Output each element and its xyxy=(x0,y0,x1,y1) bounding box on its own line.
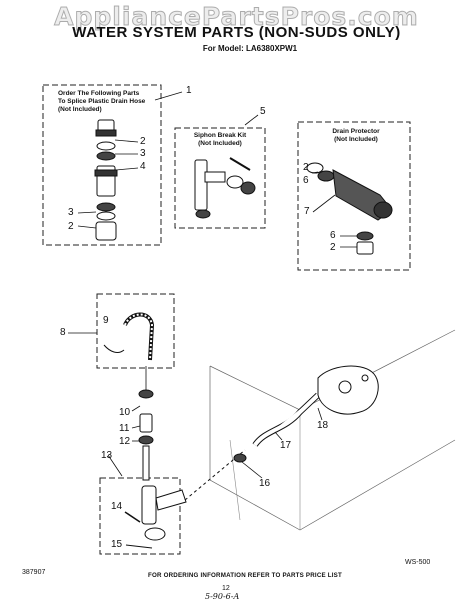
splice-label-line1: Order The Following Parts xyxy=(58,90,140,97)
drain-protector-box xyxy=(297,121,411,271)
callout-3-splice-top: 3 xyxy=(140,148,146,159)
siphon-label-line2: (Not Included) xyxy=(198,140,242,147)
splice-parts xyxy=(94,119,118,241)
callout-7: 7 xyxy=(304,206,310,217)
splice-parts-box xyxy=(42,84,162,246)
diagram-code: WS-500 xyxy=(405,559,431,566)
drain-label-line2: (Not Included) xyxy=(334,136,378,143)
valve-box xyxy=(99,477,181,555)
callout-2-splice-bottom: 2 xyxy=(68,221,74,232)
callout-10: 10 xyxy=(119,407,131,418)
callout-3-splice-bottom: 3 xyxy=(68,207,74,218)
callout-14: 14 xyxy=(111,501,123,512)
callout-12: 12 xyxy=(119,436,131,447)
splice-label-line3: (Not Included) xyxy=(58,106,102,113)
callout-9: 9 xyxy=(103,315,109,326)
washer-outline xyxy=(209,329,456,531)
callout-8: 8 xyxy=(60,327,66,338)
siphon-break-box xyxy=(174,127,266,229)
revision-mark: 5-90-6-A xyxy=(205,592,240,601)
drain-hose-parts xyxy=(103,312,155,390)
splice-box-label: Order The Following Parts To Splice Plas… xyxy=(58,90,145,114)
callout-5: 5 xyxy=(260,106,266,117)
callout-13: 13 xyxy=(101,450,113,461)
siphon-kit-parts xyxy=(194,157,256,219)
valve-parts xyxy=(124,485,187,549)
splice-label-line2: To Splice Plastic Drain Hose xyxy=(58,98,146,105)
callout-16: 16 xyxy=(259,478,271,489)
callout-11: 11 xyxy=(119,423,130,434)
siphon-box-label: Siphon Break Kit (Not Included) xyxy=(188,132,252,148)
pump-hose-assembly xyxy=(184,365,379,501)
watermark: AppliancePartsPros.com xyxy=(54,2,419,32)
callout-4: 4 xyxy=(140,161,146,172)
callout-6-drain-bottom: 6 xyxy=(330,230,336,241)
page-number: 12 xyxy=(222,585,230,592)
callout-2-drain-bottom: 2 xyxy=(330,242,336,253)
drain-label-line1: Drain Protector xyxy=(332,128,380,135)
callout-15: 15 xyxy=(111,539,123,550)
callout-18: 18 xyxy=(317,420,329,431)
callout-2-splice-top: 2 xyxy=(140,136,146,147)
drain-box-label: Drain Protector (Not Included) xyxy=(326,128,386,144)
document-number: 387907 xyxy=(22,569,46,576)
siphon-label-line1: Siphon Break Kit xyxy=(193,132,247,139)
ordering-footer: FOR ORDERING INFORMATION REFER TO PARTS … xyxy=(148,572,342,579)
washer-panel xyxy=(229,410,301,530)
model-number: For Model: LA6380XPW1 xyxy=(202,44,298,53)
drain-protector-parts xyxy=(306,162,393,255)
callout-2-drain-top: 2 xyxy=(303,162,309,173)
hose-kit-box xyxy=(96,293,175,369)
callout-17: 17 xyxy=(280,440,292,451)
callout-1: 1 xyxy=(186,85,192,96)
hose-connectors xyxy=(138,389,154,481)
page-title: WATER SYSTEM PARTS (NON-SUDS ONLY) xyxy=(72,24,401,41)
callout-6-drain-top: 6 xyxy=(303,175,309,186)
